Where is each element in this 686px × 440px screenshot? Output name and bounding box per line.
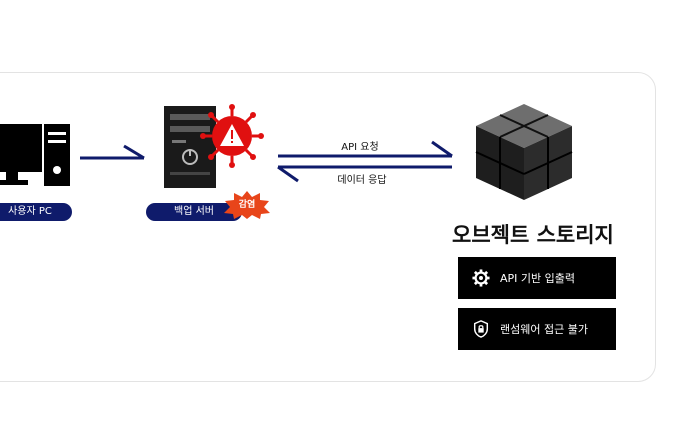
feature-api-io: API 기반 입출력 xyxy=(458,257,616,299)
feature-ransomware-block-label: 랜섬웨어 접근 불가 xyxy=(500,323,588,336)
virus-icon xyxy=(200,104,264,168)
api-request-label: API 요청 xyxy=(341,142,379,153)
infected-badge-label: 감염 xyxy=(238,200,256,210)
gear-icon xyxy=(472,269,490,287)
server-label: 백업 서버 xyxy=(146,203,242,221)
feature-ransomware-block: 랜섬웨어 접근 불가 xyxy=(458,308,616,350)
lock-icon xyxy=(473,320,489,338)
storage-title: 오브젝트 스토리지 xyxy=(452,223,614,247)
burst-icon xyxy=(224,191,270,219)
api-request-arrow xyxy=(278,140,453,158)
server-icon xyxy=(164,106,216,188)
feature-api-io-label: API 기반 입출력 xyxy=(500,272,575,285)
data-response-label: 데이터 응답 xyxy=(337,175,387,186)
cube-icon xyxy=(475,104,573,200)
data-response-arrow xyxy=(277,165,452,183)
pc-label: 사용자 PC xyxy=(0,203,72,221)
pc-icon xyxy=(0,124,70,186)
infected-badge: 감염 xyxy=(224,191,270,219)
pc-to-server-arrow xyxy=(80,144,145,160)
